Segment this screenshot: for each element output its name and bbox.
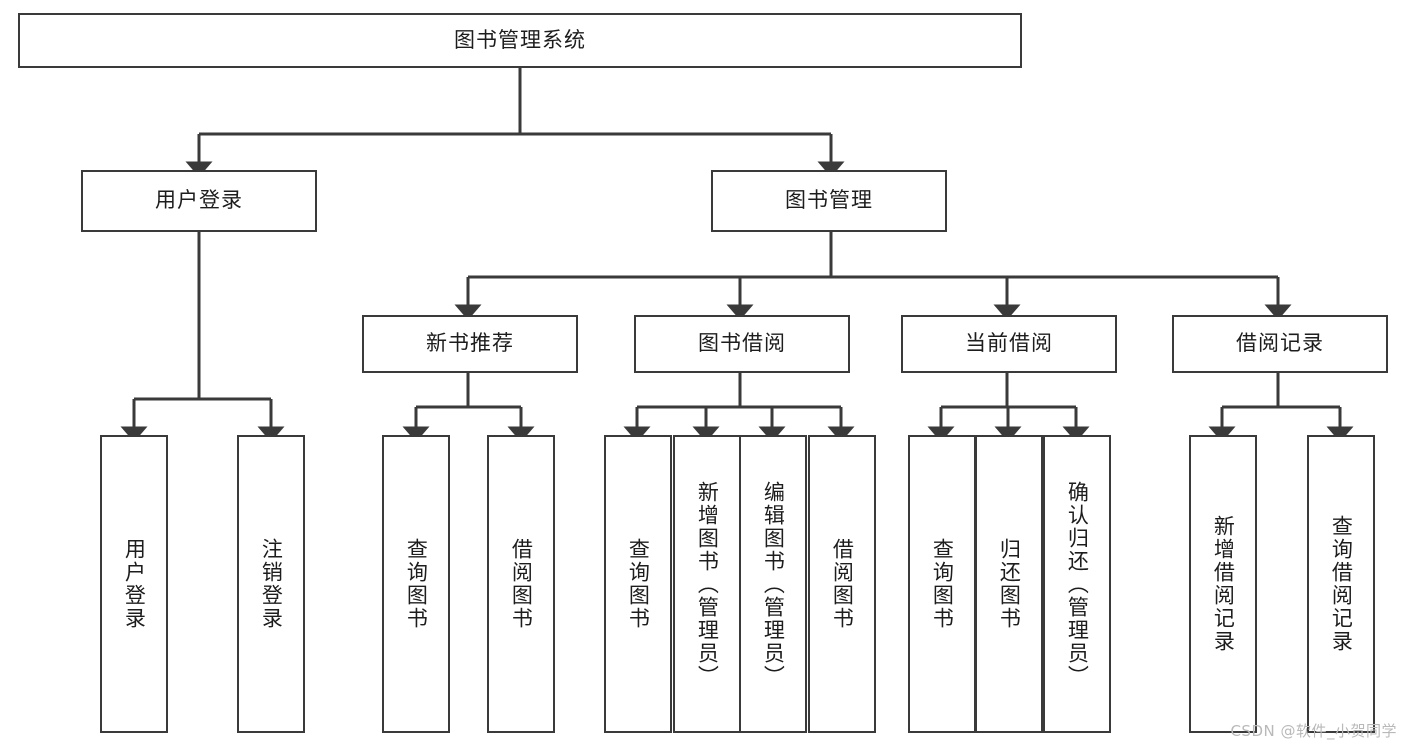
leaf-new-book-2[interactable]: 借阅图书: [487, 435, 555, 733]
leaf-book-borrow-3-label: 编辑图书（管理员）: [761, 480, 786, 688]
leaf-book-borrow-2[interactable]: 新增图书（管理员）: [673, 435, 741, 733]
leaf-current-borrow-3[interactable]: 确认归还（管理员）: [1043, 435, 1111, 733]
node-book-borrow[interactable]: 图书借阅: [634, 315, 850, 373]
leaf-current-borrow-3-label: 确认归还（管理员）: [1065, 480, 1090, 688]
leaf-book-borrow-1[interactable]: 查询图书: [604, 435, 672, 733]
leaf-user-login-2[interactable]: 注销登录: [237, 435, 305, 733]
leaf-book-borrow-2-label: 新增图书（管理员）: [695, 480, 720, 688]
node-user-login-label: 用户登录: [155, 188, 243, 213]
leaf-current-borrow-1[interactable]: 查询图书: [908, 435, 976, 733]
leaf-book-borrow-4[interactable]: 借阅图书: [808, 435, 876, 733]
leaf-book-borrow-1-label: 查询图书: [626, 538, 651, 630]
leaf-user-login-2-label: 注销登录: [259, 538, 284, 630]
node-root[interactable]: 图书管理系统: [18, 13, 1022, 68]
node-root-label: 图书管理系统: [454, 27, 586, 52]
node-book-management-label: 图书管理: [785, 188, 873, 213]
leaf-new-book-1-label: 查询图书: [404, 538, 429, 630]
node-current-borrow[interactable]: 当前借阅: [901, 315, 1117, 373]
leaf-new-book-2-label: 借阅图书: [509, 538, 534, 630]
node-book-management[interactable]: 图书管理: [711, 170, 947, 232]
leaf-current-borrow-1-label: 查询图书: [930, 538, 955, 630]
node-new-book-recommend[interactable]: 新书推荐: [362, 315, 578, 373]
csdn-watermark: CSDN @软件_小贺同学: [1230, 722, 1397, 740]
node-user-login[interactable]: 用户登录: [81, 170, 317, 232]
leaf-book-borrow-4-label: 借阅图书: [830, 538, 855, 630]
leaf-new-book-1[interactable]: 查询图书: [382, 435, 450, 733]
node-borrow-record[interactable]: 借阅记录: [1172, 315, 1388, 373]
node-current-borrow-label: 当前借阅: [965, 331, 1053, 356]
leaf-book-borrow-3[interactable]: 编辑图书（管理员）: [739, 435, 807, 733]
leaf-current-borrow-2[interactable]: 归还图书: [975, 435, 1043, 733]
leaf-user-login-1-label: 用户登录: [122, 538, 147, 630]
node-book-borrow-label: 图书借阅: [698, 331, 786, 356]
node-new-book-recommend-label: 新书推荐: [426, 331, 514, 356]
leaf-borrow-record-1-label: 新增借阅记录: [1211, 515, 1236, 653]
leaf-current-borrow-2-label: 归还图书: [997, 538, 1022, 630]
leaf-user-login-1[interactable]: 用户登录: [100, 435, 168, 733]
leaf-borrow-record-2[interactable]: 查询借阅记录: [1307, 435, 1375, 733]
leaf-borrow-record-1[interactable]: 新增借阅记录: [1189, 435, 1257, 733]
node-borrow-record-label: 借阅记录: [1236, 331, 1324, 356]
leaf-borrow-record-2-label: 查询借阅记录: [1329, 515, 1354, 653]
